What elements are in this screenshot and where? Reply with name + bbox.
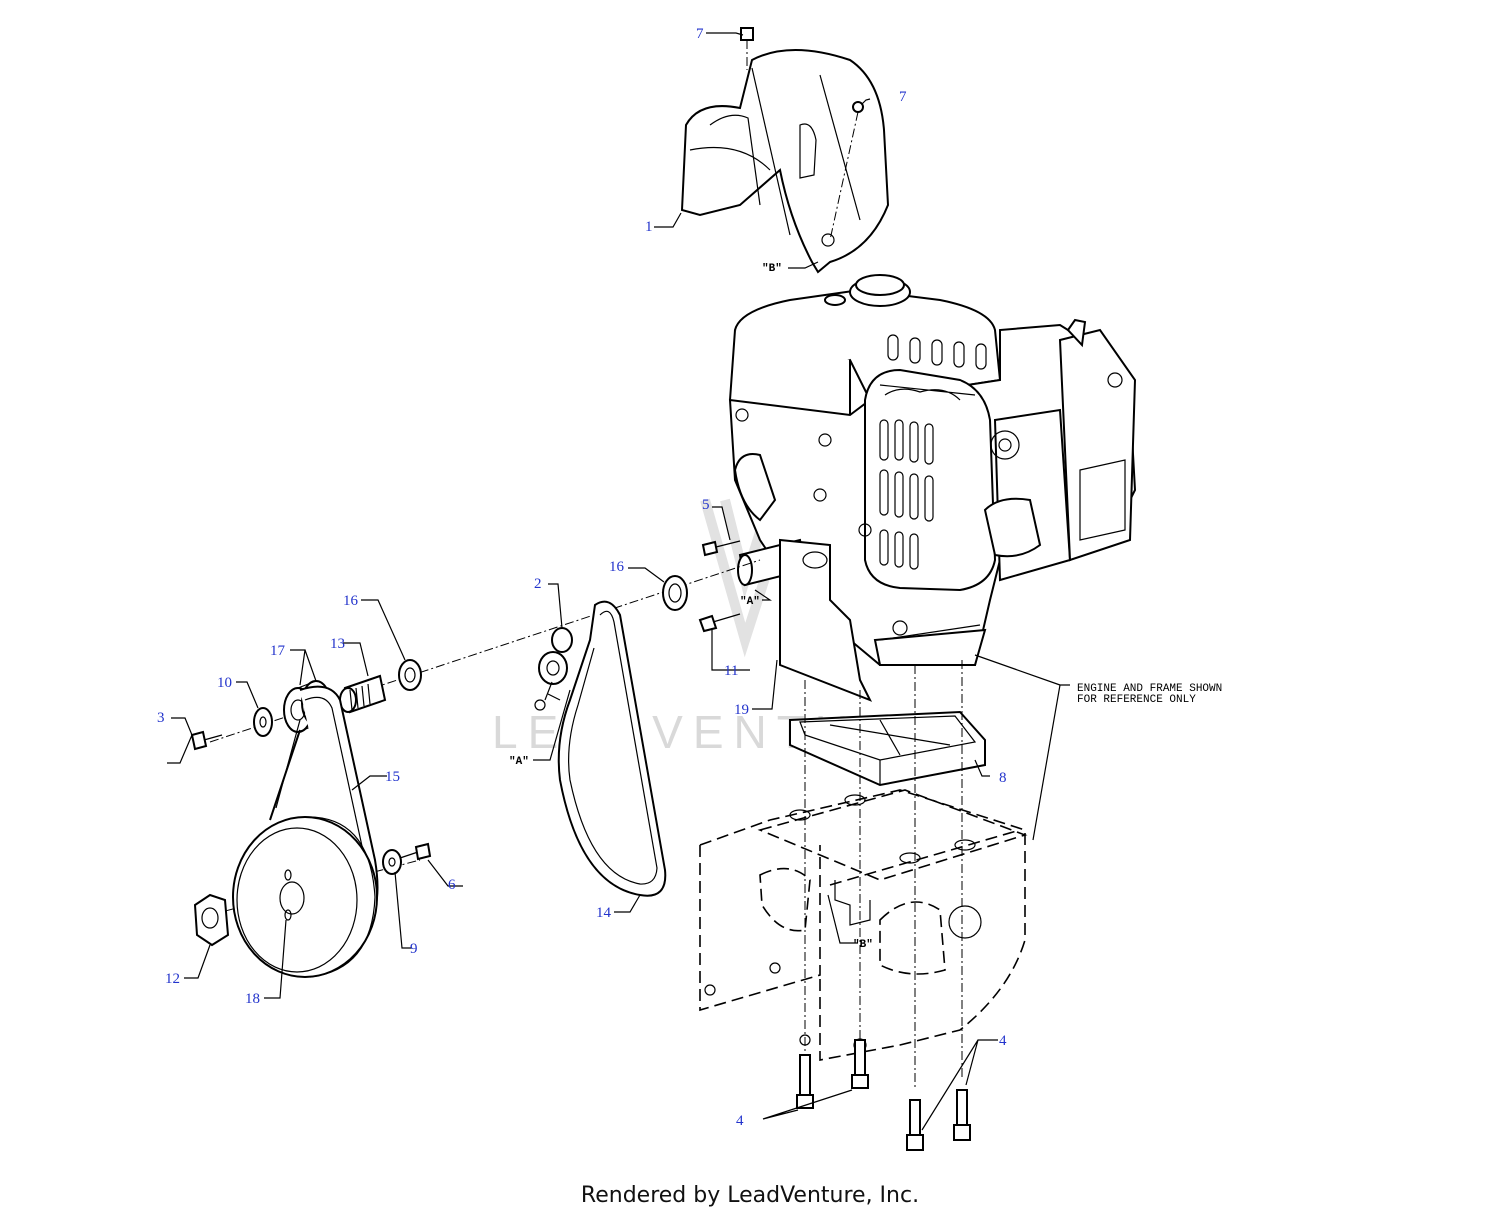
ref-b-frame: "B" (853, 939, 873, 951)
reference-note: ENGINE AND FRAME SHOWN FOR REFERENCE ONL… (1077, 683, 1222, 706)
note-line-1: ENGINE AND FRAME SHOWN (1077, 683, 1222, 695)
callout-4-right: 4 (999, 1033, 1007, 1049)
callout-16-left: 16 (343, 593, 359, 609)
callout-labels: 7 7 1 5 2 16 16 13 17 10 3 11 19 8 15 6 … (157, 26, 1007, 1129)
callout-11: 11 (724, 663, 738, 679)
washer-16-right (662, 575, 688, 611)
callout-3: 3 (157, 710, 165, 726)
frame (699, 789, 1028, 1061)
bracket-19 (779, 538, 873, 702)
callout-9: 9 (410, 941, 418, 957)
callout-16-right: 16 (609, 559, 625, 575)
callout-13: 13 (330, 636, 345, 652)
bolt-5 (701, 540, 741, 557)
washer-16-left (398, 659, 422, 691)
belt-14 (557, 600, 667, 897)
reference-markers: "B" "A" "A" "B" (509, 263, 873, 951)
hub-12 (193, 893, 230, 947)
callout-6: 6 (448, 877, 456, 893)
ref-a-idler: "A" (509, 756, 529, 768)
washer-10 (253, 707, 273, 737)
ref-a-shaft: "A" (740, 596, 760, 608)
callout-12: 12 (165, 971, 180, 987)
callout-18: 18 (245, 991, 260, 1007)
bolt-3 (190, 730, 223, 751)
spacer-13 (339, 674, 387, 714)
bolts-4 (796, 1039, 971, 1151)
callout-8: 8 (999, 770, 1007, 786)
screw-7-right (829, 101, 864, 241)
leader-lines (167, 32, 1070, 1131)
ref-b-top: "B" (762, 263, 782, 275)
callout-15: 15 (385, 769, 400, 785)
note-line-2: FOR REFERENCE ONLY (1077, 694, 1196, 706)
callout-19: 19 (734, 702, 749, 718)
mount-centerlines (804, 660, 963, 1090)
callout-10: 10 (217, 675, 232, 691)
callout-5: 5 (702, 497, 710, 513)
bolt-11 (698, 613, 741, 633)
footer-credit: Rendered by LeadVenture, Inc. (580, 1183, 920, 1208)
callout-14: 14 (596, 905, 612, 921)
engine (728, 274, 1137, 666)
callout-7-top: 7 (696, 26, 704, 42)
idler-pulley-2 (534, 627, 573, 711)
callout-4-left: 4 (736, 1113, 744, 1129)
belt-cover (680, 49, 890, 274)
callout-7-right: 7 (899, 89, 907, 105)
bolt-6 (399, 842, 432, 861)
screw-7-top (740, 27, 754, 70)
callout-17: 17 (270, 643, 286, 659)
callout-1: 1 (645, 219, 653, 235)
pulley-18 (232, 816, 378, 978)
washer-9 (382, 849, 402, 875)
callout-2: 2 (534, 576, 542, 592)
spacer-block-8 (789, 710, 986, 787)
